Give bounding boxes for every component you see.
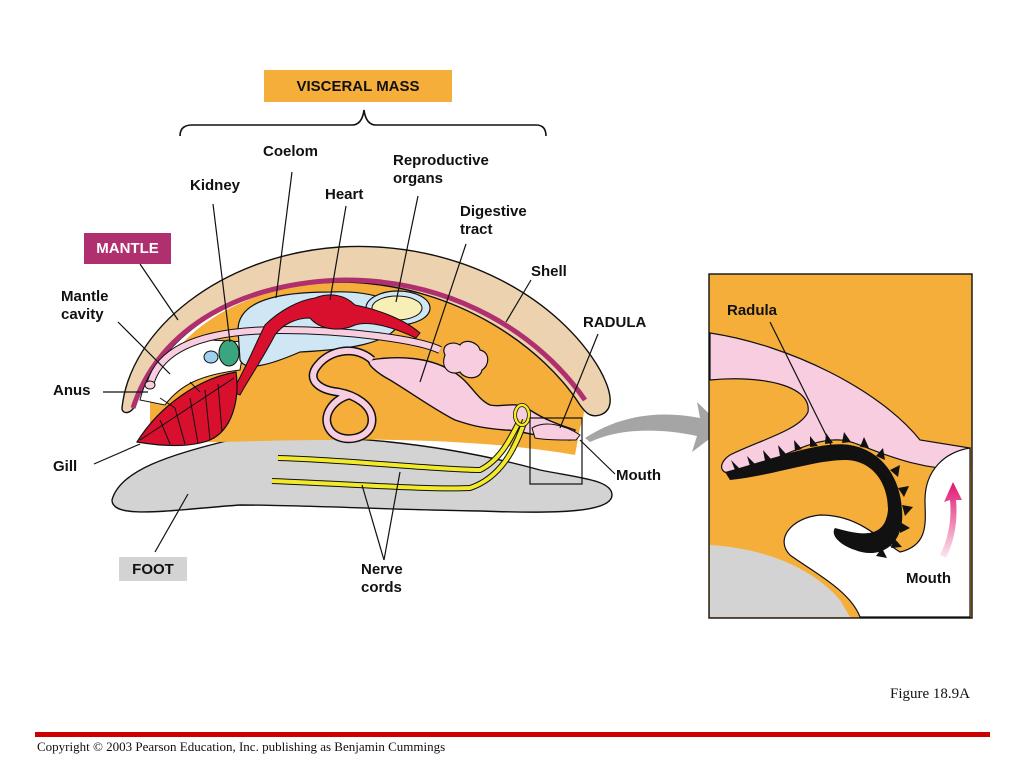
- anus-label: Anus: [53, 382, 91, 399]
- radula-teeth: [731, 432, 913, 558]
- mouth-main-label: Mouth: [616, 467, 661, 484]
- radula-small: [531, 423, 581, 441]
- visceral-mass-label-box: VISCERAL MASS: [264, 70, 452, 102]
- digestive-tract-label: Digestive tract: [460, 203, 527, 238]
- inset-radula-label: Radula: [727, 302, 778, 319]
- digestive-gland: [443, 340, 489, 379]
- mantle-label-box: MANTLE: [84, 233, 171, 264]
- radula-main-label: RADULA: [583, 314, 647, 331]
- footer-divider: [35, 732, 990, 737]
- kidney-label: Kidney: [190, 177, 241, 194]
- inset-mouth-label: Mouth: [906, 570, 951, 587]
- inset-mouth-white: [783, 447, 971, 618]
- gill-filaments: [139, 377, 235, 445]
- gill-label: Gill: [53, 458, 78, 475]
- inset-foot: [710, 545, 850, 617]
- foot-label-box: FOOT: [119, 557, 187, 581]
- inset-radula: [725, 444, 903, 554]
- kidney: [218, 339, 240, 367]
- heart: [231, 294, 421, 396]
- mantle: [130, 277, 588, 409]
- zoom-arrow: [585, 402, 724, 452]
- visceral-mass-brace: [179, 109, 547, 137]
- reproductive-organs-label: Reproductive organs: [393, 152, 489, 187]
- inset-mouth-arrow: [940, 482, 962, 558]
- heart-label: Heart: [325, 186, 364, 203]
- shell-label: Shell: [531, 263, 567, 280]
- nerve-cords-label: Nerve cords: [361, 561, 403, 596]
- coelom-label: Coelom: [263, 143, 319, 160]
- inset-indicator-box: [529, 417, 583, 485]
- anus: [144, 380, 156, 390]
- radula-inset-panel: [708, 273, 973, 619]
- leader-lines: [93, 171, 616, 561]
- figure-number: Figure 18.9A: [890, 686, 970, 702]
- mantle-cavity-label: Mantle cavity: [61, 288, 109, 323]
- copyright-text: Copyright © 2003 Pearson Education, Inc.…: [37, 739, 446, 754]
